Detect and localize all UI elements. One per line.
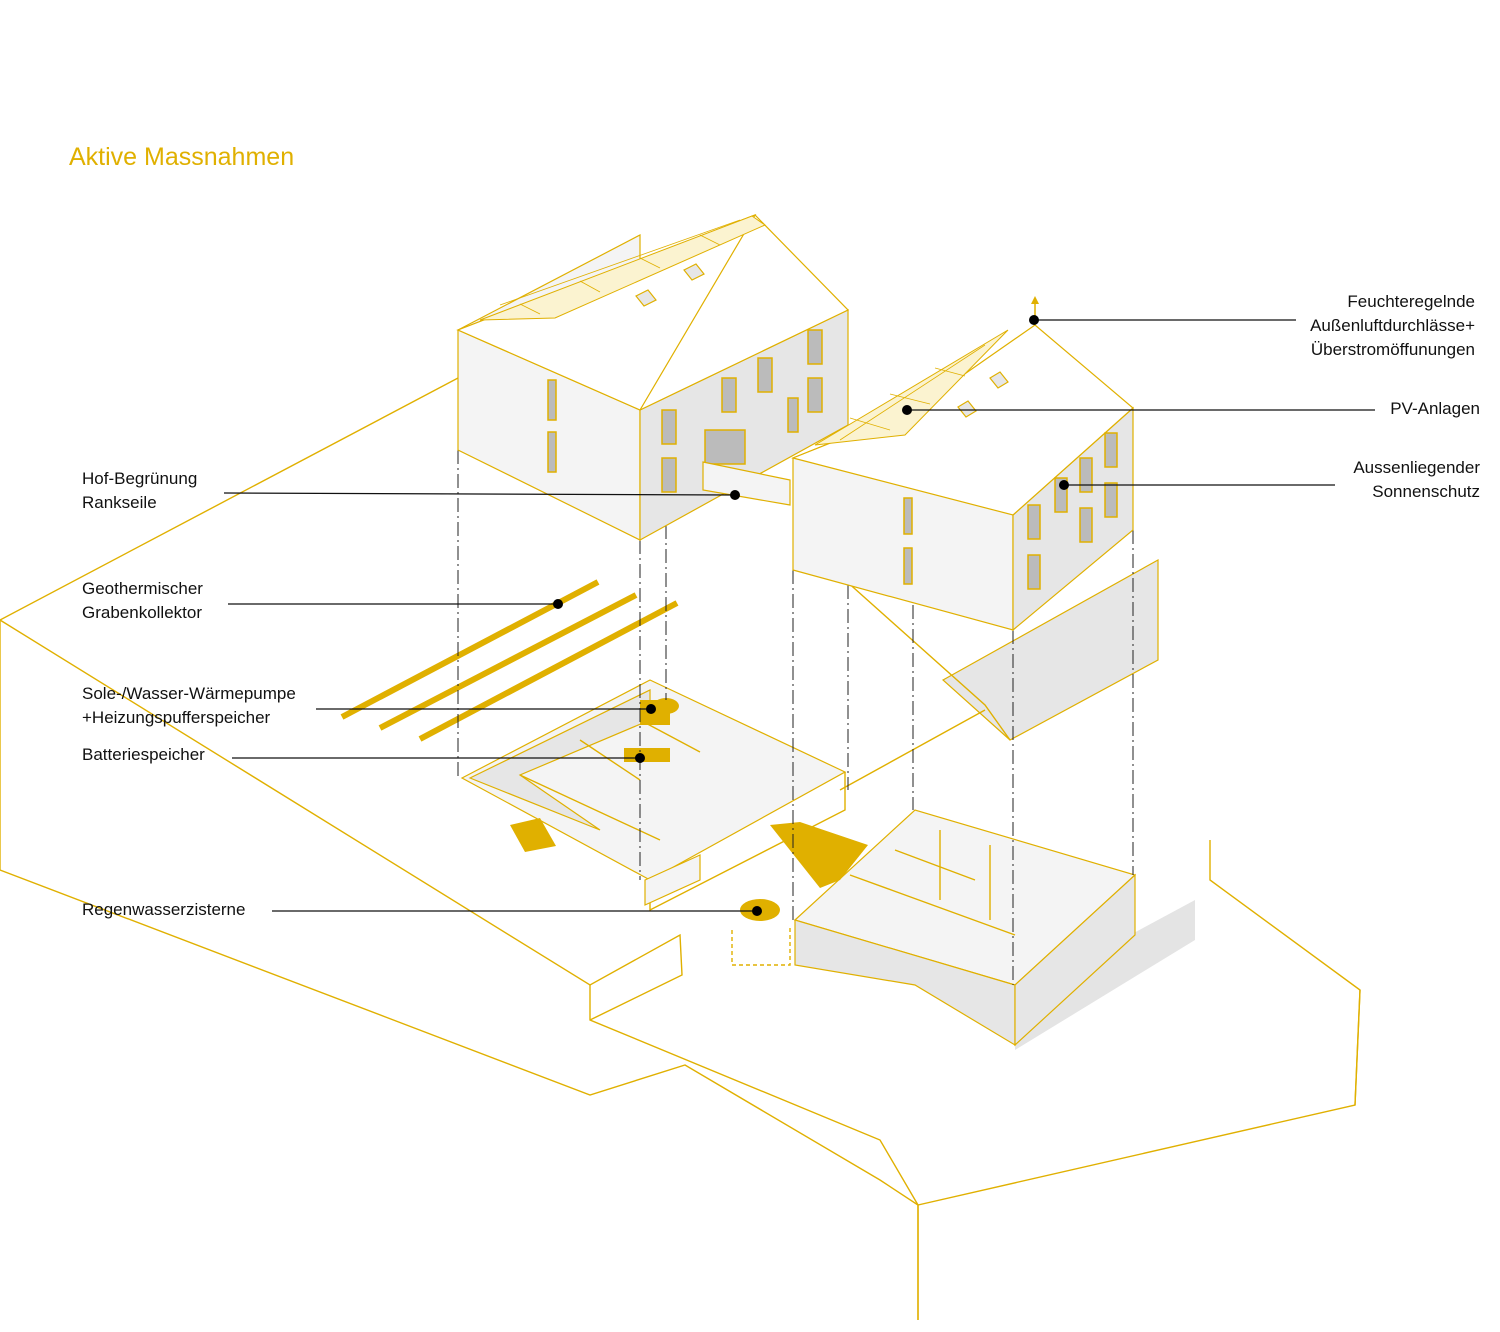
label-geo: Geothermischer Grabenkollektor bbox=[82, 579, 563, 622]
label-pumpe-line2: +Heizungspufferspeicher bbox=[82, 708, 271, 727]
label-hof-line2: Rankseile bbox=[82, 493, 157, 512]
label-feuchte: Feuchteregelnde Außenluftdurchlässe+ Übe… bbox=[1029, 292, 1475, 359]
label-geo-line2: Grabenkollektor bbox=[82, 603, 202, 622]
label-pumpe-line1: Sole-/Wasser-Wärmepumpe bbox=[82, 684, 296, 703]
basement-plan-right bbox=[731, 809, 1137, 1047]
label-sonnenschutz: Aussenliegender Sonnenschutz bbox=[1059, 458, 1480, 501]
label-pv-text: PV-Anlagen bbox=[1390, 399, 1480, 418]
label-batterie-text: Batteriespeicher bbox=[82, 745, 205, 764]
label-regen-text: Regenwasserzisterne bbox=[82, 900, 245, 919]
diagram-title: Aktive Massnahmen bbox=[69, 143, 294, 171]
label-sonnenschutz-line1: Aussenliegender bbox=[1353, 458, 1480, 477]
label-pumpe: Sole-/Wasser-Wärmepumpe +Heizungspuffers… bbox=[82, 684, 656, 727]
building-left bbox=[456, 213, 850, 542]
building-right bbox=[791, 296, 1134, 632]
label-hof: Hof-Begrünung Rankseile bbox=[82, 469, 740, 512]
label-batterie: Batteriespeicher bbox=[82, 745, 645, 764]
label-feuchte-line3: Überstromöffunungen bbox=[1311, 340, 1475, 359]
label-sonnenschutz-line2: Sonnenschutz bbox=[1372, 482, 1480, 501]
label-geo-line1: Geothermischer bbox=[82, 579, 203, 598]
label-feuchte-line2: Außenluftdurchlässe+ bbox=[1310, 316, 1475, 335]
projection-lines bbox=[457, 450, 1134, 985]
label-pv: PV-Anlagen bbox=[902, 399, 1480, 418]
label-hof-line1: Hof-Begrünung bbox=[82, 469, 197, 488]
label-regen: Regenwasserzisterne bbox=[82, 900, 762, 919]
label-feuchte-line1: Feuchteregelnde bbox=[1347, 292, 1475, 311]
